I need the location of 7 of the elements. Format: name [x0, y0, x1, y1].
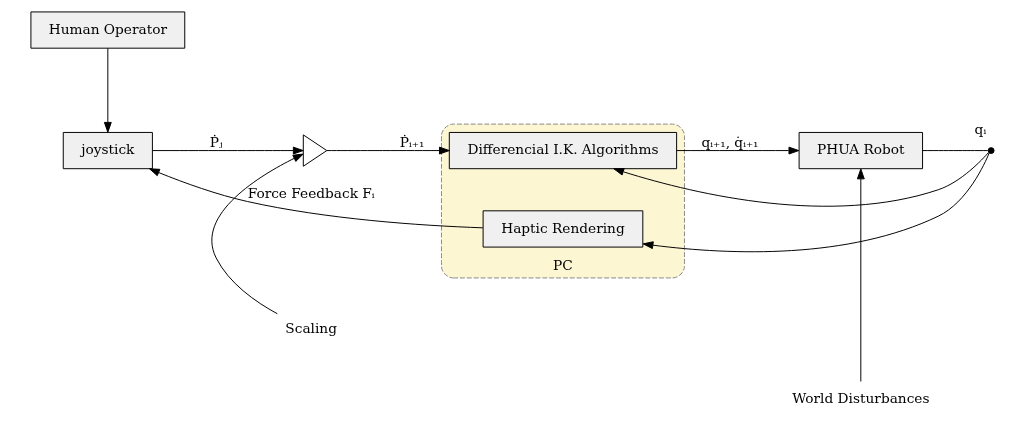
edge-label: Force Feedback Fᵢ — [247, 184, 375, 201]
edge-label: qᵢ₊₁, q̇ᵢ₊₁ — [701, 133, 759, 150]
node-label: qᵢ — [974, 120, 987, 137]
edge-label: Ṗⱼ — [209, 133, 223, 150]
node-text: World Disturbances — [792, 390, 930, 407]
node-text: Scaling — [285, 319, 337, 336]
edge-label: Ṗᵢ₊₁ — [399, 133, 425, 150]
